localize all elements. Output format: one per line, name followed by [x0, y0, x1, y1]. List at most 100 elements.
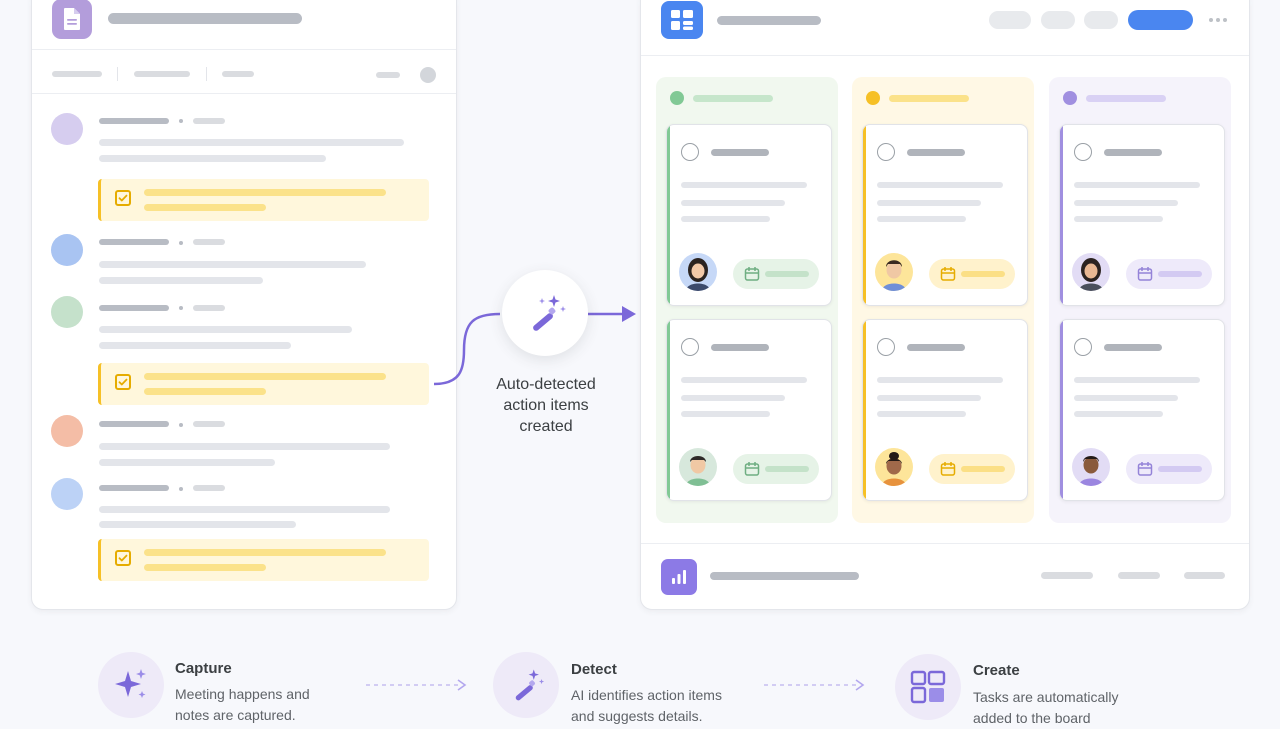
checkbox-icon[interactable]: [115, 190, 131, 206]
toolbar-item[interactable]: [52, 71, 102, 77]
task-line: [1074, 411, 1163, 417]
footer-item[interactable]: [1184, 572, 1225, 579]
step-detect-icon-badge: [493, 652, 559, 718]
assignee-avatar[interactable]: [1072, 448, 1110, 486]
meeting-notes-panel: [31, 0, 457, 610]
due-date-chip[interactable]: [1126, 454, 1212, 484]
separator: [179, 487, 183, 491]
task-title: [1104, 149, 1162, 156]
footer-item[interactable]: [1041, 572, 1093, 579]
calendar-icon: [940, 267, 956, 281]
task-line: [1074, 377, 1200, 383]
magic-wand-icon: [515, 669, 545, 701]
caption-line: Auto-detected: [496, 376, 596, 393]
task-line: [681, 216, 770, 222]
task-title: [1104, 344, 1162, 351]
divider: [117, 67, 118, 81]
task-checkbox[interactable]: [1074, 338, 1092, 356]
task-checkbox[interactable]: [681, 143, 699, 161]
step-title: Create: [973, 662, 1020, 679]
user-avatar[interactable]: [420, 67, 436, 83]
step-description: Meeting happens and notes are captured.: [175, 684, 345, 726]
due-date-chip[interactable]: [733, 454, 819, 484]
footer-label-placeholder: [710, 572, 859, 580]
assignee-avatar[interactable]: [875, 253, 913, 291]
speaker-name: [99, 118, 169, 124]
step-description: AI identifies action items and suggests …: [571, 685, 741, 727]
task-line: [877, 411, 966, 417]
toolbar-item[interactable]: [222, 71, 254, 77]
column-title: [693, 95, 773, 102]
action-item-line: [144, 564, 266, 571]
toolbar-item[interactable]: [134, 71, 190, 77]
task-line: [681, 411, 770, 417]
message-line: [99, 506, 390, 513]
task-title: [711, 344, 769, 351]
checkbox-icon[interactable]: [115, 374, 131, 390]
divider: [641, 55, 1249, 56]
assignee-avatar[interactable]: [875, 448, 913, 486]
separator: [179, 306, 183, 310]
task-card[interactable]: [1059, 319, 1225, 501]
step-description-line: AI identifies action items: [571, 687, 722, 703]
calendar-icon: [744, 462, 760, 476]
divider: [32, 49, 456, 50]
task-checkbox[interactable]: [681, 338, 699, 356]
bar-chart-icon[interactable]: [661, 559, 697, 595]
sparkle-icon: [115, 669, 146, 698]
checkbox-icon[interactable]: [115, 550, 131, 566]
step-description: Tasks are automatically added to the boa…: [973, 687, 1143, 729]
due-date-chip[interactable]: [733, 259, 819, 289]
magic-wand-icon: [533, 295, 566, 331]
task-title: [907, 149, 965, 156]
dashed-arrow: [366, 679, 467, 691]
magic-wand-badge: [502, 270, 588, 356]
task-card[interactable]: [1059, 124, 1225, 306]
assignee-avatar[interactable]: [1072, 253, 1110, 291]
step-capture-icon-badge: [98, 652, 164, 718]
more-icon-dot: [1216, 18, 1220, 22]
message-line: [99, 155, 326, 162]
avatar: [51, 478, 83, 510]
toolbar-item[interactable]: [376, 72, 400, 78]
more-icon[interactable]: [1209, 18, 1213, 22]
filter-pill[interactable]: [1041, 11, 1075, 29]
footer-item[interactable]: [1118, 572, 1160, 579]
due-date-chip[interactable]: [929, 454, 1015, 484]
task-line: [877, 216, 966, 222]
avatar: [51, 415, 83, 447]
primary-action-button[interactable]: [1128, 10, 1193, 30]
action-item-line: [144, 189, 386, 196]
filter-pill[interactable]: [1084, 11, 1118, 29]
message-line: [99, 277, 263, 284]
flow-connector: [433, 306, 636, 386]
step-title: Detect: [571, 661, 617, 678]
magic-caption: Auto-detected action items created: [476, 374, 616, 437]
action-item-highlight[interactable]: [98, 179, 429, 221]
timestamp: [193, 305, 225, 311]
due-date-chip[interactable]: [1126, 259, 1212, 289]
calendar-icon: [1137, 462, 1153, 476]
divider: [206, 67, 207, 81]
message-line: [99, 521, 296, 528]
filter-pill[interactable]: [989, 11, 1031, 29]
task-card[interactable]: [666, 124, 832, 306]
task-card[interactable]: [862, 319, 1028, 501]
task-card[interactable]: [862, 124, 1028, 306]
step-description-line: Tasks are automatically: [973, 689, 1119, 705]
task-line: [681, 377, 807, 383]
step-description-line: added to the board: [973, 710, 1091, 726]
separator: [179, 423, 183, 427]
task-card[interactable]: [666, 319, 832, 501]
task-checkbox[interactable]: [1074, 143, 1092, 161]
task-checkbox[interactable]: [877, 338, 895, 356]
step-description-line: notes are captured.: [175, 707, 296, 723]
action-item-highlight[interactable]: [98, 363, 429, 405]
due-date-chip[interactable]: [929, 259, 1015, 289]
task-checkbox[interactable]: [877, 143, 895, 161]
assignee-avatar[interactable]: [679, 448, 717, 486]
action-item-highlight[interactable]: [98, 539, 429, 581]
message-line: [99, 342, 291, 349]
board-grid-icon: [661, 1, 703, 39]
assignee-avatar[interactable]: [679, 253, 717, 291]
